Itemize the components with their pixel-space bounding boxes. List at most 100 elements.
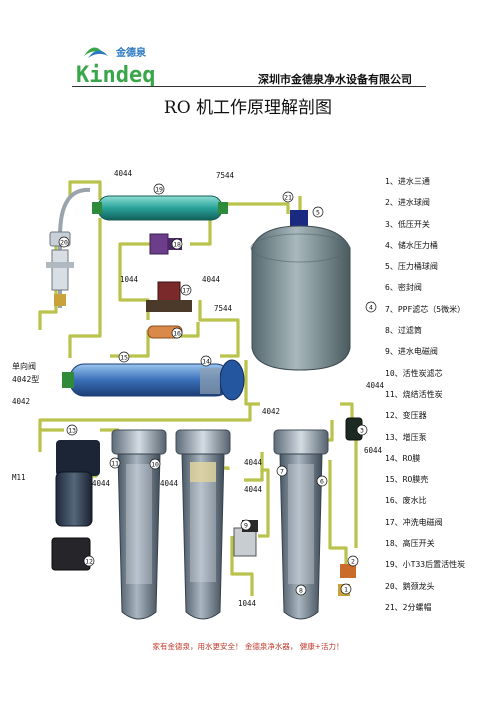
legend-item: 1、进水三通	[385, 177, 430, 186]
legend-item: 13、增压泵	[385, 432, 427, 442]
logo-cn-text: 金德泉	[115, 46, 147, 59]
svg-text:5: 5	[316, 209, 320, 217]
svg-text:16: 16	[173, 330, 181, 338]
label-4042-left: 4042	[12, 397, 30, 406]
label-4044-f2: 4044	[160, 479, 179, 488]
label-m11: M11	[12, 473, 26, 482]
callout-11: 11	[109, 457, 121, 469]
svg-text:13: 13	[68, 427, 76, 435]
label-7544-mid: 7544	[214, 304, 233, 313]
legend-item: 6、密封阀	[385, 283, 422, 293]
legend-item: 16、废水比	[385, 496, 427, 506]
callout-10: 10	[149, 458, 161, 470]
flush-solenoid	[146, 281, 192, 312]
callout-5: 5	[312, 206, 324, 218]
legend-item: 20、鹅颈龙头	[385, 581, 435, 591]
callout-19: 19	[153, 183, 165, 195]
pressure-tank	[250, 210, 351, 371]
callout-21: 21	[282, 191, 294, 203]
callout-1: 1	[340, 583, 352, 595]
svg-text:8: 8	[299, 587, 303, 595]
svg-text:6: 6	[320, 478, 324, 486]
page-title: RO 机工作原理解剖图	[163, 98, 333, 118]
logo-en-text: Kindeq	[76, 63, 155, 88]
svg-text:19: 19	[155, 186, 163, 194]
legend-item: 18、高压开关	[385, 539, 435, 549]
svg-text:11: 11	[111, 460, 119, 468]
transformer	[51, 537, 91, 571]
legend-item: 10、活性炭滤芯	[385, 368, 443, 378]
legend-item: 11、烧结活性炭	[385, 389, 443, 399]
label-4044-f3a: 4044	[244, 458, 263, 467]
parts-legend: 1、进水三通 2、进水球阀 3、低压开关 4、储水压力桶 5、压力桶球阀 6、密…	[385, 176, 465, 623]
callout-14: 14	[200, 355, 212, 367]
legend-item: 17、冲洗电磁阀	[385, 517, 443, 527]
label-4042-mid: 4042	[262, 407, 280, 416]
callout-15: 15	[118, 351, 130, 363]
legend-item: 2、进水球阀	[385, 198, 430, 208]
legend-item: 4、储水压力桶	[385, 240, 438, 250]
callout-7: 7	[276, 465, 288, 477]
svg-text:9: 9	[244, 522, 248, 530]
booster-pump	[55, 440, 100, 527]
legend-item: 8、过滤筒	[385, 326, 422, 336]
company-logo: 金德泉 Kindeq	[74, 38, 170, 90]
label-4044-mid: 4044	[202, 275, 221, 284]
callout-4: 4	[365, 301, 377, 313]
logo-mark-icon	[84, 47, 108, 58]
svg-text:1: 1	[344, 586, 348, 594]
svg-text:10: 10	[151, 461, 159, 469]
filter-housing-3	[273, 429, 329, 620]
svg-text:7: 7	[280, 468, 284, 476]
label-4044-top: 4044	[114, 169, 133, 178]
filter-housing-2	[175, 429, 231, 620]
svg-text:12: 12	[85, 558, 93, 566]
callout-3: 3	[356, 424, 368, 436]
label-1044-bottom: 1044	[238, 599, 257, 608]
legend-item: 3、低压开关	[385, 219, 430, 229]
legend-item: 5、压力桶球阀	[385, 262, 438, 272]
legend-item: 14、RO膜	[385, 453, 421, 463]
callout-12: 12	[83, 555, 95, 567]
filter-housing-1	[111, 429, 167, 620]
ro-membrane-housing	[62, 359, 245, 401]
callout-8: 8	[295, 584, 307, 596]
svg-text:18: 18	[173, 241, 181, 249]
svg-text:15: 15	[120, 354, 128, 362]
header-divider	[72, 86, 426, 87]
callout-16: 16	[171, 327, 183, 339]
label-1044-mid: 1044	[120, 275, 139, 284]
callout-9: 9	[240, 519, 252, 531]
callout-13: 13	[66, 424, 78, 436]
svg-text:20: 20	[60, 239, 68, 247]
callouts: 1 2 3 4 5 6 7 8 9 10 11 12 13 14 15 16 1…	[58, 183, 377, 596]
label-4044-f1: 4044	[92, 479, 111, 488]
legend-item: 9、进水电磁阀	[385, 347, 438, 357]
inlet-ball-valve	[340, 564, 356, 578]
svg-text:14: 14	[202, 358, 210, 366]
legend-item: 21、2分螺帽	[385, 602, 432, 612]
label-4044-right: 4044	[366, 381, 385, 390]
legend-item: 7、PPF滤芯（5微米）	[385, 304, 466, 314]
svg-text:17: 17	[182, 287, 190, 295]
label-check-4042: 4042型	[12, 375, 39, 384]
callout-6: 6	[316, 475, 328, 487]
callout-17: 17	[180, 284, 192, 296]
company-name: 深圳市金德泉净水设备有限公司	[258, 73, 412, 86]
gooseneck-faucet	[46, 187, 91, 308]
post-carbon-filter	[92, 195, 228, 221]
footer-slogan: 家有金德泉，用水更安全！ 金德泉净水器， 健康+活力！	[152, 642, 344, 651]
svg-text:2: 2	[351, 558, 355, 566]
callout-18: 18	[171, 238, 183, 250]
label-4044-f3b: 4044	[244, 485, 263, 494]
legend-item: 15、RO膜壳	[385, 475, 429, 485]
callout-20: 20	[58, 236, 70, 248]
svg-text:21: 21	[284, 194, 292, 202]
svg-text:4: 4	[369, 304, 373, 312]
part-labels: 4044 7544 1044 4044 7544 单向阀 4042型 4042 …	[12, 169, 385, 608]
label-6044: 6044	[364, 446, 383, 455]
legend-item: 19、小T33后置活性炭	[385, 560, 466, 570]
label-7544-top: 7544	[216, 171, 235, 180]
label-check-valve: 单向阀	[12, 361, 36, 371]
